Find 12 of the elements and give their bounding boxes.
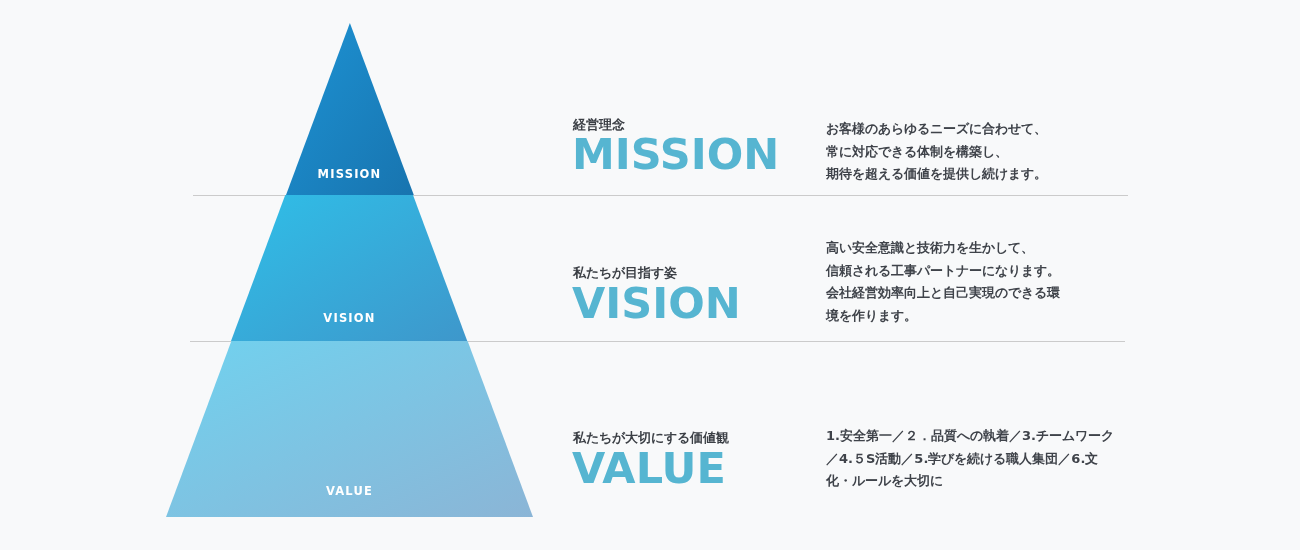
section-subtitle: 私たちが大切にする価値観 [573, 430, 729, 446]
section-title: VALUE [572, 447, 726, 490]
section-subtitle: 私たちが目指す姿 [573, 265, 677, 281]
tier-label: VISION [323, 311, 376, 325]
section-subtitle: 経営理念 [573, 117, 625, 133]
description-text: お客様のあらゆるニーズに合わせて、常に対応できる体制を構築し、期待を超える価値を提供し続けます。 [826, 120, 1048, 183]
section-title: VISION [572, 282, 741, 325]
description-text: 1.安全第一／２．品質への執着／3.チームワーク／4.５S活動／5.学びを続ける職人集団／6.文化・ルールを大切に [826, 427, 1115, 490]
section-title: MISSION [572, 133, 780, 176]
description-text: 高い安全意識と技術力を生かして、信頼される工事パートナーになります。会社経営効率向上と自己実現のできる環境を作ります。 [826, 239, 1061, 325]
tier-label: MISSION [317, 167, 382, 181]
tier-label: VALUE [325, 484, 374, 498]
